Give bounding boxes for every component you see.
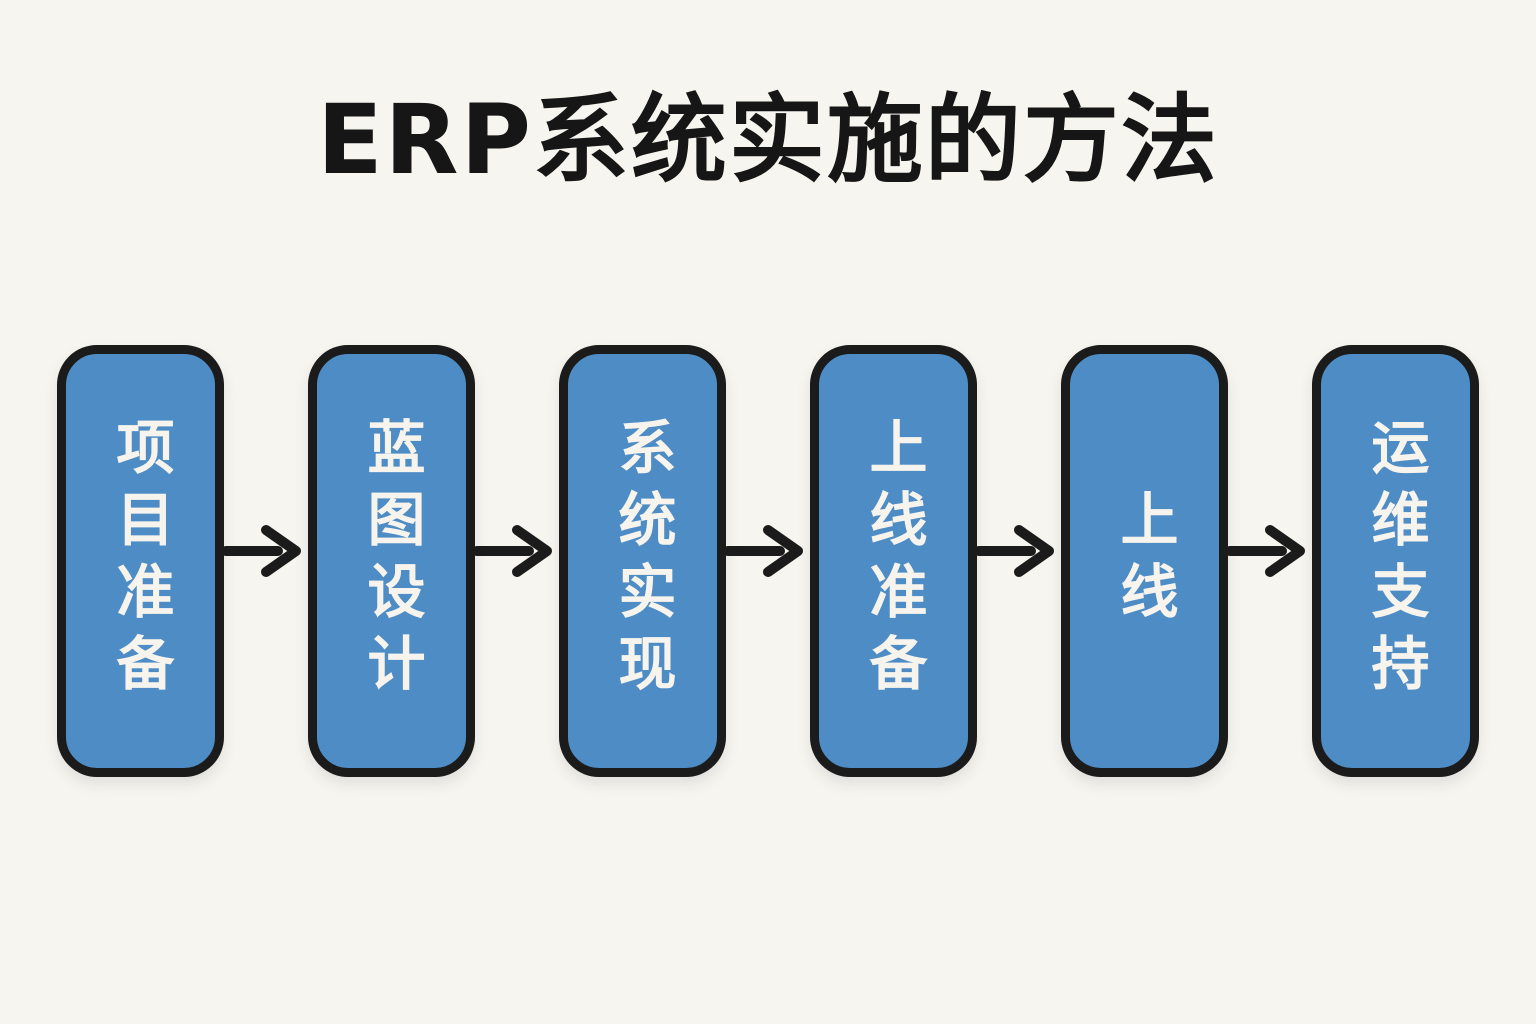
- flow-step-system-realization: 系统实现: [559, 345, 726, 777]
- flow-step-label: 上线准备: [859, 417, 928, 705]
- flow-step-blueprint-design: 蓝图设计: [308, 345, 475, 777]
- flow-step-golive-preparation: 上线准备: [810, 345, 977, 777]
- flow-step-operations-support: 运维支持: [1312, 345, 1479, 777]
- flow-step-label: 蓝图设计: [357, 417, 426, 705]
- flow-step-label: 运维支持: [1361, 417, 1430, 705]
- arrow-right-icon: [977, 525, 1054, 577]
- arrow-right-icon: [1228, 525, 1305, 577]
- arrow-right-icon: [475, 525, 552, 577]
- flow-step-golive: 上线: [1061, 345, 1228, 777]
- flow-step-label: 上线: [1110, 489, 1179, 633]
- diagram-title: ERP系统实施的方法: [317, 84, 1219, 196]
- flow-step-label: 系统实现: [608, 417, 677, 705]
- flow-row: 项目准备 蓝图设计 系统实现 上线准备 上线: [57, 345, 1479, 777]
- flow-step-project-preparation: 项目准备: [57, 345, 224, 777]
- flow-step-label: 项目准备: [106, 417, 175, 705]
- arrow-right-icon: [726, 525, 803, 577]
- arrow-right-icon: [224, 525, 301, 577]
